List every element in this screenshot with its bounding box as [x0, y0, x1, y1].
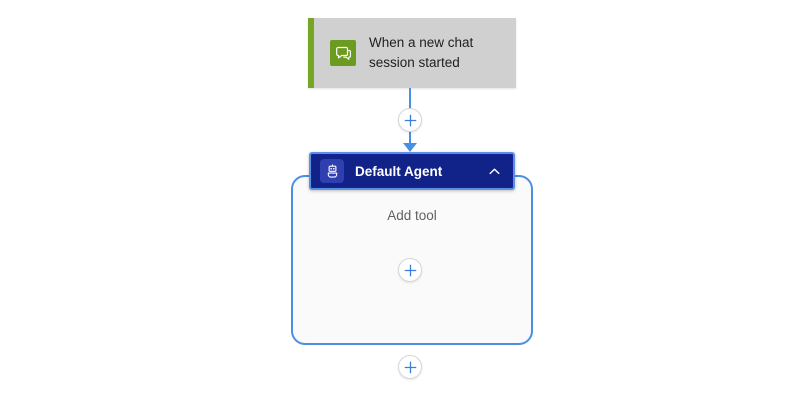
- connector-arrowhead: [403, 143, 417, 152]
- trigger-title: When a new chat session started: [369, 35, 474, 70]
- plus-icon: [404, 264, 416, 276]
- add-step-button-connector[interactable]: [398, 108, 422, 132]
- plus-icon: [404, 114, 416, 126]
- agent-title: Default Agent: [355, 163, 443, 179]
- trigger-accent-bar: [308, 18, 314, 88]
- robot-icon: [320, 159, 344, 183]
- agent-header-selection-ring: Default Agent: [309, 152, 515, 190]
- trigger-card[interactable]: When a new chat session started: [308, 18, 516, 88]
- trigger-content: When a new chat session started: [314, 33, 494, 73]
- add-step-button-bottom[interactable]: [398, 355, 422, 379]
- chevron-up-icon[interactable]: [486, 163, 502, 179]
- add-tool-button[interactable]: [398, 258, 422, 282]
- plus-icon: [404, 361, 416, 373]
- chat-bubble-icon: [330, 40, 356, 66]
- agent-header[interactable]: Default Agent: [312, 155, 512, 187]
